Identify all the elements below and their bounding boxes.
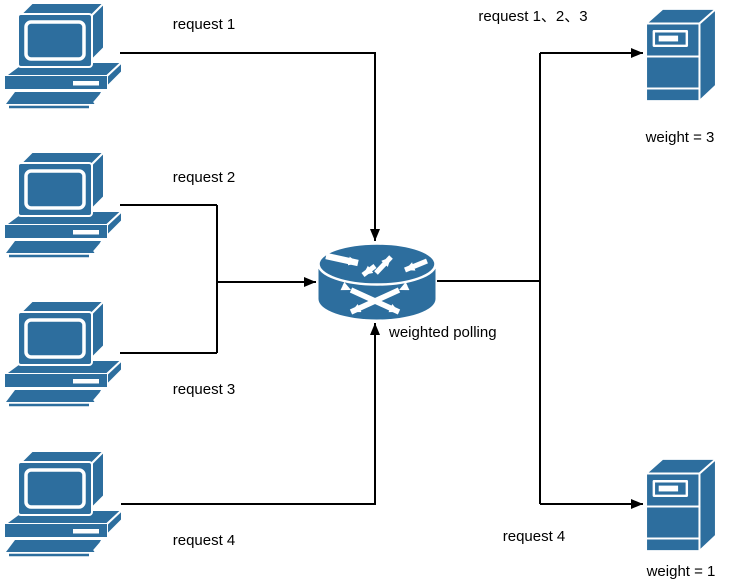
connector-request-4: [121, 323, 380, 505]
load-balancer-label: weighted polling: [389, 324, 497, 341]
desktop-computer-icon: [3, 151, 125, 261]
desktop-computer-icon: [3, 2, 125, 112]
server-icon: [644, 7, 718, 104]
request-1-label: request 1: [172, 16, 236, 33]
connector-bus-left: [120, 204, 218, 354]
server-1-weight-label: weight = 3: [645, 129, 715, 146]
request-2-label: request 2: [172, 169, 236, 186]
router-icon: [317, 242, 437, 320]
server-2-requests-label: request 4: [502, 528, 566, 545]
server-1-requests-label: request 1、2、3: [478, 8, 588, 25]
connector-bus-right: [437, 53, 541, 504]
desktop-computer-icon: [3, 450, 125, 560]
connector-request-1: [120, 52, 380, 241]
desktop-computer-icon: [3, 300, 125, 410]
request-4-label: request 4: [172, 532, 236, 549]
request-3-label: request 3: [172, 381, 236, 398]
server-icon: [644, 457, 718, 554]
server-2-weight-label: weight = 1: [646, 563, 716, 580]
